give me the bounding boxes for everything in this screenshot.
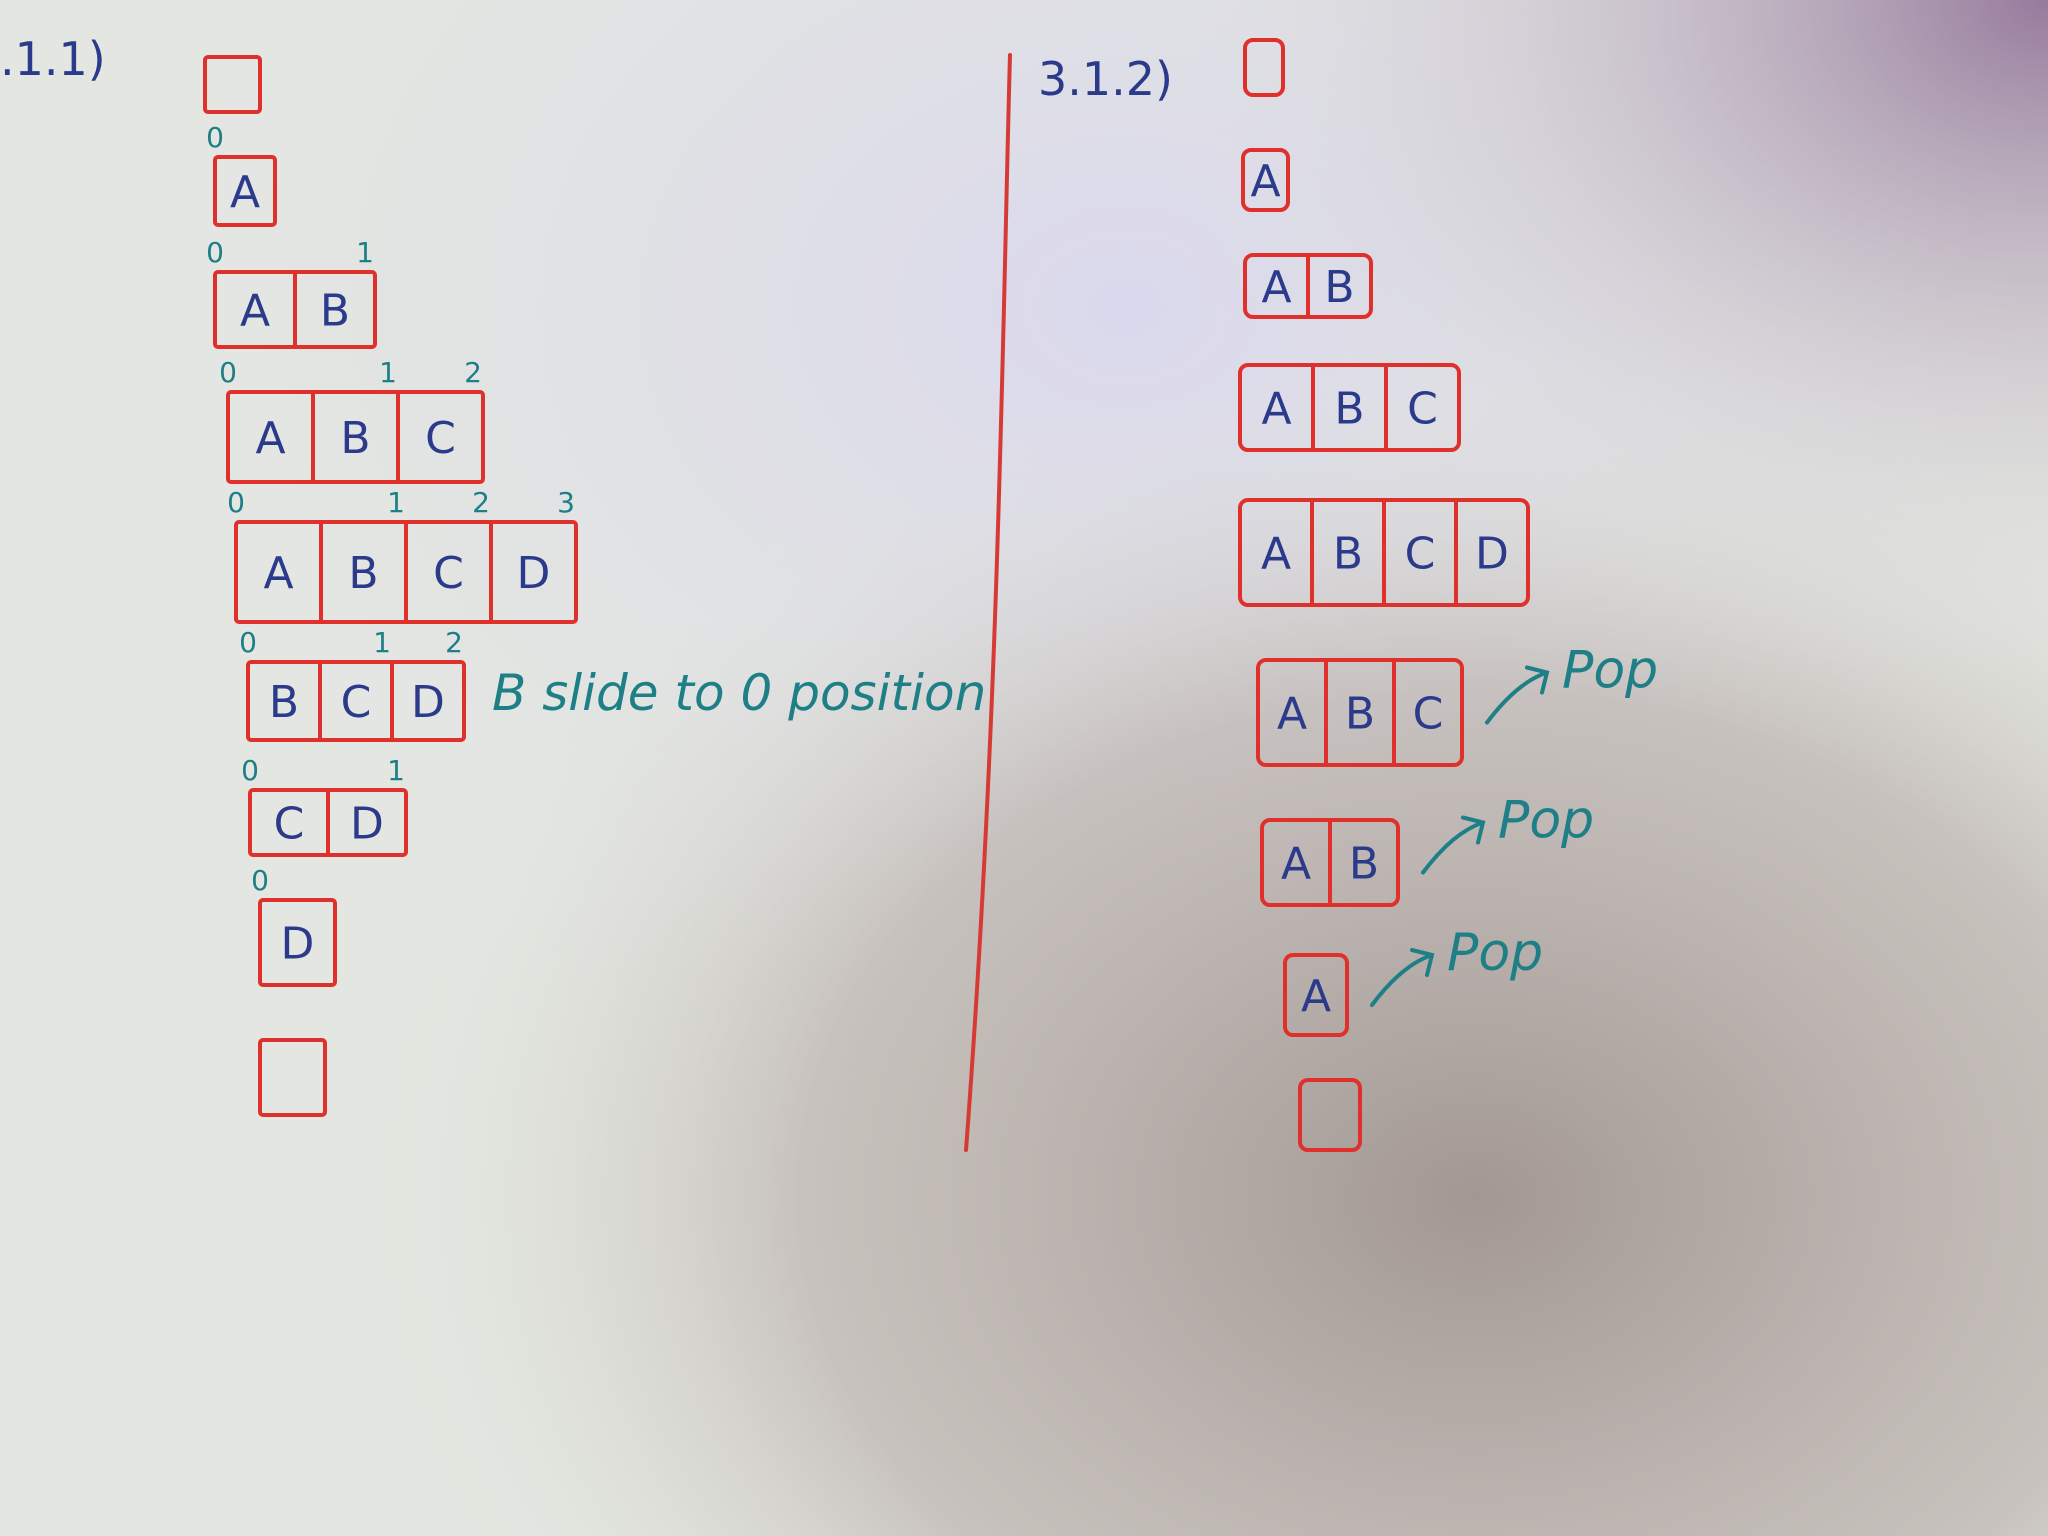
pop-label: Pop <box>1447 923 1543 983</box>
index-label: 2 <box>445 626 463 659</box>
cell-value: C <box>433 548 464 599</box>
index-label: 1 <box>379 356 397 389</box>
cell-value: A <box>1301 971 1331 1022</box>
index-label: 0 <box>251 864 269 897</box>
index-label: 0 <box>227 486 245 519</box>
index-label: 2 <box>472 486 490 519</box>
cell-value: B <box>340 413 370 464</box>
pop-arrow <box>1485 665 1550 725</box>
index-label: 0 <box>206 236 224 269</box>
array-box <box>213 155 277 227</box>
cell-value: D <box>281 919 315 970</box>
slide-note: B slide to 0 position <box>492 664 986 722</box>
cell-value: D <box>1475 529 1509 580</box>
cell-value: A <box>1261 384 1291 435</box>
right-heading: 3.1.2) <box>1038 52 1173 106</box>
right-step-7: A Pop <box>1283 923 1543 1037</box>
cell-value: B <box>1334 384 1364 435</box>
left-heading: .1.1) <box>0 32 106 86</box>
index-label: 0 <box>241 754 259 787</box>
array-box <box>226 390 485 484</box>
left-step-8 <box>258 1038 327 1117</box>
cell-value: B <box>269 677 299 728</box>
divider-line <box>964 53 1012 1152</box>
cell-value: D <box>350 799 384 850</box>
cell-value: C <box>1413 689 1444 740</box>
left-step-1: A0 <box>206 121 277 227</box>
cell-value: A <box>1250 156 1280 207</box>
index-label: 1 <box>356 236 374 269</box>
cell-value: C <box>341 677 372 728</box>
cell-value: A <box>1277 689 1307 740</box>
cell-value: A <box>1261 262 1291 313</box>
cell-value: B <box>1345 689 1375 740</box>
cell-value: D <box>411 677 445 728</box>
index-label: 0 <box>239 626 257 659</box>
pop-arrow <box>1370 948 1435 1007</box>
stack-box <box>1256 658 1464 767</box>
index-label: 0 <box>219 356 237 389</box>
cell-value: C <box>1407 384 1438 435</box>
cell-value: A <box>240 286 270 337</box>
pop-arrow <box>1421 815 1486 875</box>
array-box <box>258 1038 327 1117</box>
index-label: 1 <box>387 754 405 787</box>
cell-value: A <box>255 413 285 464</box>
pop-label: Pop <box>1562 641 1658 701</box>
cell-value: A <box>1261 529 1291 580</box>
stack-box <box>1298 1078 1362 1152</box>
right-step-1: A <box>1241 148 1290 212</box>
cell-value: A <box>1281 839 1311 890</box>
left-step-3: A B C 0 1 2 <box>219 356 485 484</box>
left-step-7: D0 <box>251 864 337 987</box>
index-label: 3 <box>557 486 575 519</box>
cell-value: B <box>1349 839 1379 890</box>
cell-value: D <box>517 548 551 599</box>
cell-value: A <box>230 167 260 218</box>
left-step-4: A B C D 0 1 2 3 <box>227 486 578 624</box>
cell-value: B <box>320 286 350 337</box>
right-step-0 <box>1243 38 1285 97</box>
cell-value: B <box>1333 529 1363 580</box>
cell-value: C <box>1405 529 1436 580</box>
stack-box <box>1241 148 1290 212</box>
cell-value: B <box>348 548 378 599</box>
pop-label: Pop <box>1498 791 1594 851</box>
cell-value: B <box>1324 262 1354 313</box>
cell-value: C <box>274 799 305 850</box>
cell-value: C <box>425 413 456 464</box>
stack-box <box>1238 363 1461 452</box>
index-label: 1 <box>373 626 391 659</box>
stack-box <box>1243 38 1285 97</box>
right-step-8 <box>1298 1078 1362 1152</box>
stack-box <box>1283 953 1349 1037</box>
array-box <box>246 660 466 742</box>
array-box <box>258 898 337 987</box>
index-label: 2 <box>464 356 482 389</box>
index-label: 0 <box>206 121 224 154</box>
left-step-0 <box>203 55 262 114</box>
cell-value: A <box>263 548 293 599</box>
array-box <box>203 55 262 114</box>
index-label: 1 <box>387 486 405 519</box>
